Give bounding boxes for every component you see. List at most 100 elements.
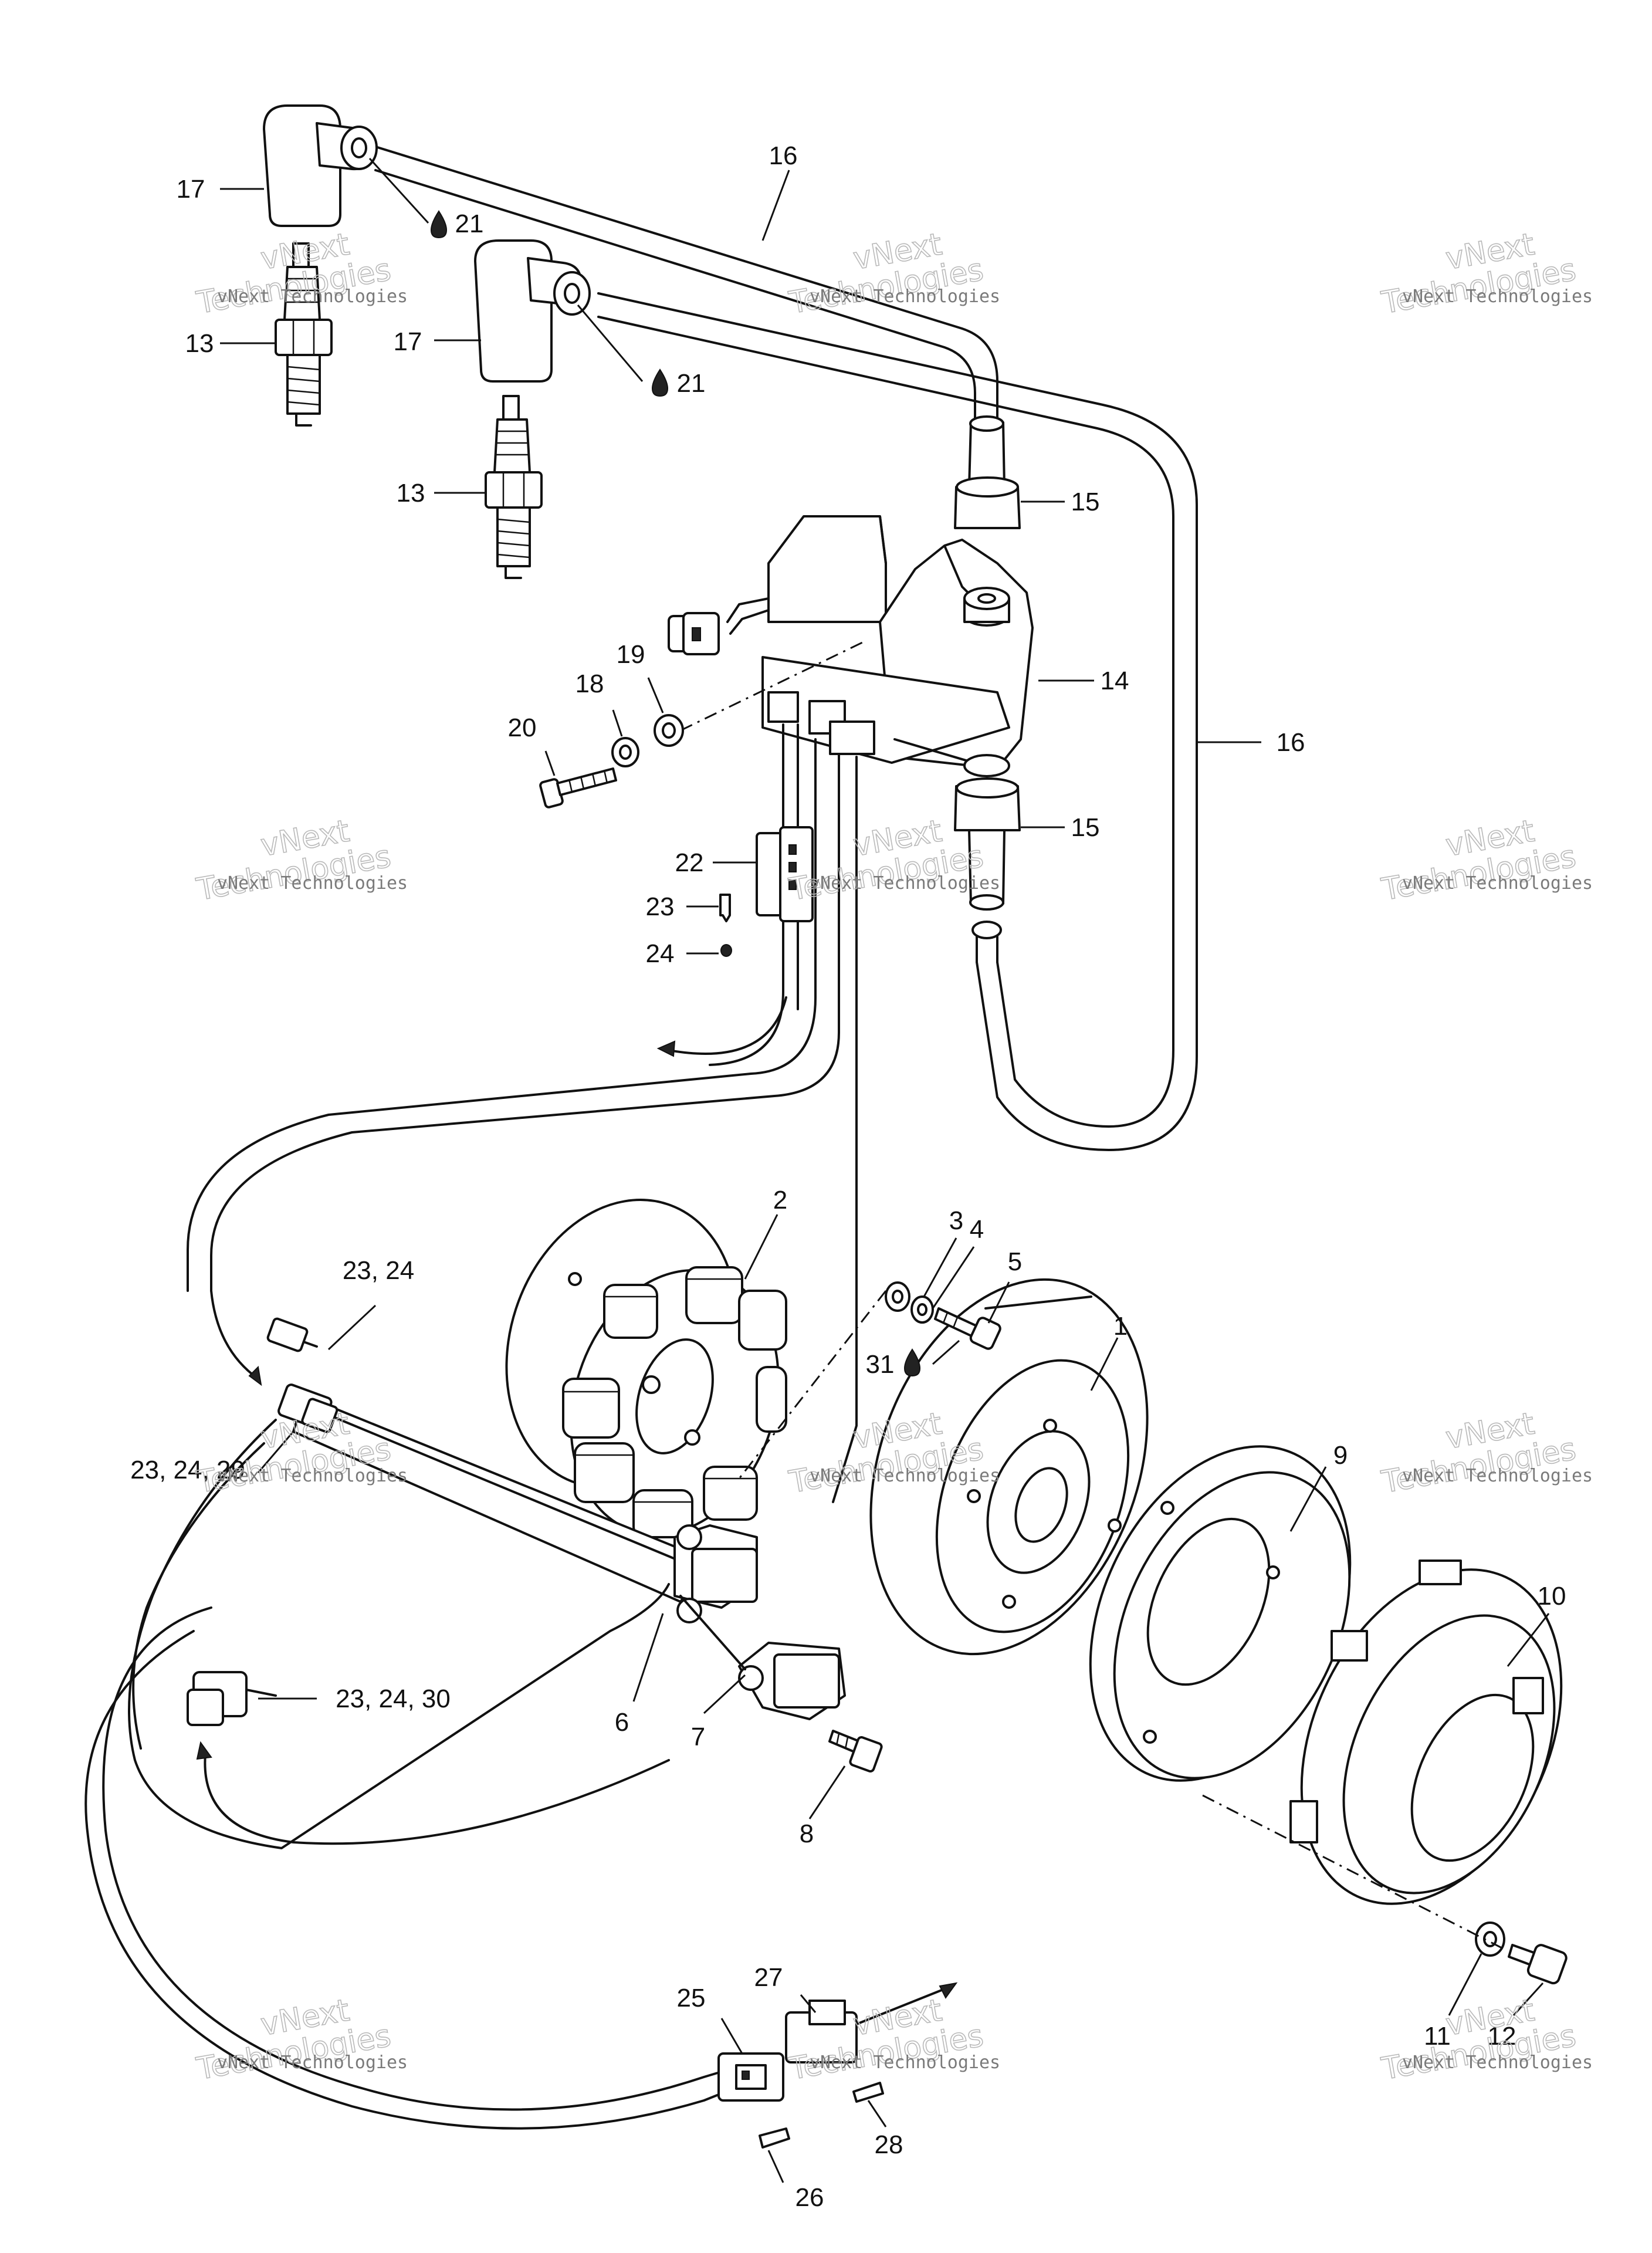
callout-12: 12 — [1488, 2022, 1516, 2051]
coil-primary-connector — [668, 597, 770, 655]
callout-26: 26 — [795, 2183, 824, 2212]
callout-15-lower: 15 — [1071, 813, 1100, 842]
callout-15-upper: 15 — [1071, 488, 1100, 516]
cover-10 — [1289, 1559, 1563, 1905]
callout-19: 19 — [617, 640, 645, 669]
callout-17-lower: 17 — [394, 327, 422, 356]
svg-text:vNext Technologies: vNext Technologies — [810, 873, 1000, 894]
washer-3 — [885, 1281, 910, 1312]
screw-20 — [539, 767, 617, 808]
callout-16-right: 16 — [1277, 728, 1305, 757]
spark-plug-upper — [275, 242, 333, 427]
callout-4: 4 — [970, 1215, 984, 1244]
harness-direction-arrow-stator — [210, 1290, 262, 1386]
callout-21-lower: 21 — [677, 369, 706, 398]
boot-upper — [954, 415, 1021, 529]
leader-lines — [220, 157, 1550, 2183]
watermark-bottom-right: vNext Technologies vNext Technologies — [1379, 1992, 1593, 2088]
lock-washer-4 — [910, 1295, 934, 1324]
harness-direction-arrow-upper — [656, 996, 787, 1057]
spark-plug-cap-lower — [474, 239, 591, 383]
callout-14: 14 — [1101, 667, 1129, 695]
stator-harness-6 — [292, 1395, 846, 1720]
oil-drop-icon — [903, 1348, 921, 1377]
svg-text:vNext Technologies: vNext Technologies — [217, 1466, 408, 1486]
callout-11: 11 — [1424, 2022, 1451, 2051]
callout-20: 20 — [508, 713, 537, 742]
callout-23-24-29: 23, 24, 29 — [130, 1456, 245, 1484]
callout-18: 18 — [576, 669, 604, 698]
callout-labels: 1 2 3 4 5 6 7 8 9 10 11 12 13 13 14 15 1… — [130, 141, 1566, 2212]
callout-25: 25 — [677, 1984, 706, 2012]
callout-9: 9 — [1333, 1441, 1348, 1470]
callout-13-upper: 13 — [185, 329, 214, 358]
terminal-28 — [852, 2082, 884, 2103]
svg-text:vNext Technologies: vNext Technologies — [810, 286, 1000, 307]
callout-7: 7 — [691, 1723, 705, 1751]
terminal-23 — [719, 894, 731, 922]
svg-text:vNext Technologies: vNext Technologies — [810, 1466, 1000, 1486]
callout-13-lower: 13 — [397, 479, 425, 508]
callout-21-upper: 21 — [455, 209, 484, 238]
terminal-26 — [759, 2127, 790, 2149]
connector-23-24-29 — [266, 1317, 338, 1433]
watermark-mid-left: vNext Technologies vNext Technologies — [194, 813, 408, 908]
seal-24 — [720, 944, 732, 957]
watermark-top-left: vNext Technologies vNext Technologies — [194, 226, 408, 322]
harness-direction-arrow-left — [196, 1741, 670, 1845]
coil-wiring-harness — [187, 723, 858, 1503]
callout-28: 28 — [875, 2130, 903, 2159]
callout-10: 10 — [1538, 1582, 1566, 1611]
callout-8: 8 — [800, 1819, 814, 1848]
connector-23-24-30 — [187, 1671, 277, 1726]
svg-text:vNext Technologies: vNext Technologies — [1402, 286, 1593, 307]
svg-text:vNext Technologies: vNext Technologies — [217, 2052, 408, 2073]
oil-drop-icon — [430, 210, 448, 239]
watermark-bottom-left: vNext Technologies vNext Technologies — [194, 1992, 408, 2088]
callout-5: 5 — [1008, 1247, 1022, 1276]
washer-11 — [1475, 1922, 1505, 1957]
callout-1: 1 — [1113, 1312, 1128, 1341]
connector-27 — [785, 1982, 958, 2063]
high-tension-wire-upper — [374, 146, 998, 424]
trigger-plate-9 — [1089, 1445, 1352, 1782]
flat-washer-19 — [654, 714, 684, 747]
stator-harness-loop — [84, 1419, 734, 2130]
callout-31: 31 — [866, 1350, 895, 1379]
coil-mounting-axis — [680, 641, 863, 732]
callout-24: 24 — [646, 939, 675, 968]
callout-27: 27 — [754, 1963, 783, 1992]
svg-text:vNext Technologies: vNext Technologies — [810, 2052, 1000, 2073]
watermark-top-right: vNext Technologies vNext Technologies — [1379, 226, 1593, 322]
screw-12 — [1508, 1944, 1568, 1985]
callout-16-upper: 16 — [769, 141, 798, 170]
high-tension-wire-right-loop — [597, 292, 1198, 1151]
lock-washer-18 — [611, 737, 639, 767]
svg-text:vNext Technologies: vNext Technologies — [1402, 2052, 1593, 2073]
watermark-mid-right: vNext Technologies vNext Technologies — [1379, 813, 1593, 908]
screw-5 — [934, 1307, 1001, 1350]
bolt-8 — [828, 1730, 883, 1772]
svg-text:vNext Technologies: vNext Technologies — [1402, 873, 1593, 894]
watermark-low-right: vNext Technologies vNext Technologies — [1379, 1406, 1593, 1501]
callout-23: 23 — [646, 892, 675, 921]
svg-text:vNext Technologies: vNext Technologies — [217, 286, 408, 307]
cover-mounting-axis — [1202, 1794, 1502, 1949]
svg-text:vNext Technologies: vNext Technologies — [217, 873, 408, 894]
callout-17-upper: 17 — [177, 175, 205, 204]
watermark-top-center: vNext Technologies vNext Technologies — [786, 226, 1001, 322]
callout-23-24: 23, 24 — [343, 1256, 414, 1285]
boot-lower — [954, 777, 1021, 963]
stator-2 — [505, 1199, 787, 1538]
callout-3: 3 — [949, 1206, 963, 1235]
spark-plug-cap-upper — [263, 104, 378, 227]
callout-6: 6 — [615, 1708, 629, 1737]
rotor-mounting-axis — [738, 1290, 887, 1479]
svg-text:vNext Technologies: vNext Technologies — [1402, 1466, 1593, 1486]
callout-22: 22 — [675, 848, 704, 877]
callout-2: 2 — [773, 1186, 787, 1215]
connector-housing-22 — [756, 826, 814, 922]
connector-25 — [717, 2052, 784, 2102]
rotor-flywheel-1 — [869, 1278, 1149, 1656]
